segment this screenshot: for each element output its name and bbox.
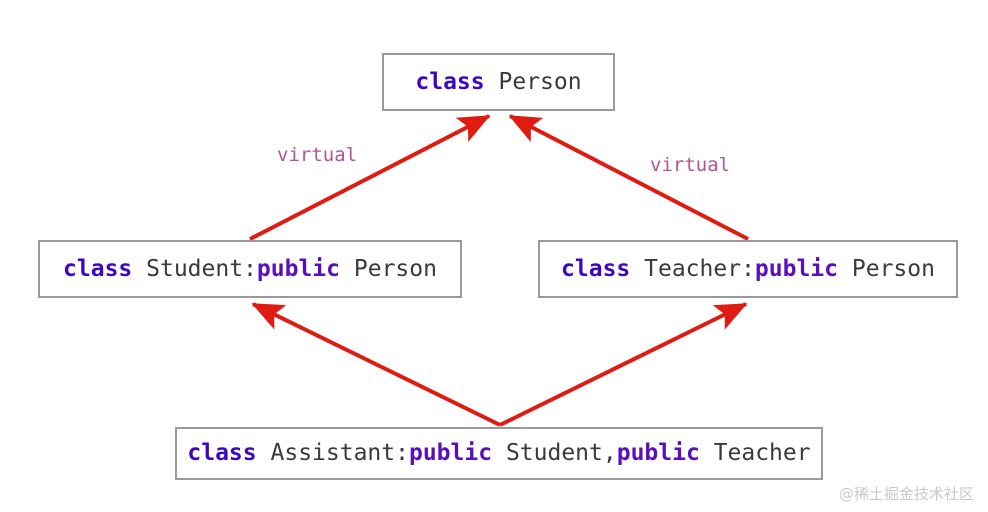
edge-label-virtual-right: virtual — [650, 154, 731, 176]
class-box-teacher: class Teacher:public Person — [538, 240, 958, 298]
code-token: public — [754, 255, 839, 282]
code-token: class — [63, 255, 133, 282]
code-token — [257, 440, 271, 466]
code-token: Person — [851, 255, 935, 282]
class-box-assistant: class Assistant:public Student,public Te… — [175, 427, 823, 480]
class-box-assistant-code: class Assistant:public Student,public Te… — [187, 442, 810, 465]
code-token — [485, 69, 499, 95]
class-box-person-code: class Person — [415, 68, 582, 95]
code-token — [492, 440, 506, 466]
code-token: class — [187, 440, 257, 466]
code-token — [630, 256, 644, 282]
edge-label-virtual-left: virtual — [277, 144, 358, 166]
code-token: class — [415, 68, 485, 95]
class-box-person: class Person — [382, 53, 615, 111]
code-token — [700, 440, 714, 466]
code-token: Person — [498, 68, 582, 95]
code-token: public — [408, 440, 493, 466]
edge-assistant-to-teacher — [499, 302, 748, 427]
code-token: Person — [353, 255, 437, 282]
code-token — [340, 256, 354, 282]
code-token: Student, — [505, 440, 617, 466]
code-token — [838, 256, 852, 282]
code-token: class — [561, 255, 631, 282]
code-token: public — [616, 440, 700, 466]
code-token: Assistant: — [270, 440, 409, 466]
edge-assistant-to-student — [251, 302, 501, 427]
code-token: Student: — [146, 255, 257, 282]
class-box-teacher-code: class Teacher:public Person — [561, 255, 935, 282]
class-box-student: class Student:public Person — [38, 240, 462, 298]
code-token: Teacher — [713, 440, 811, 466]
code-token: Teacher: — [644, 255, 755, 282]
code-token: public — [256, 255, 341, 282]
code-token — [132, 256, 146, 282]
edge-teacher-to-person — [508, 114, 749, 241]
watermark: @稀土掘金技术社区 — [838, 485, 974, 503]
edge-student-to-person — [249, 114, 491, 241]
class-box-student-code: class Student:public Person — [63, 255, 437, 282]
